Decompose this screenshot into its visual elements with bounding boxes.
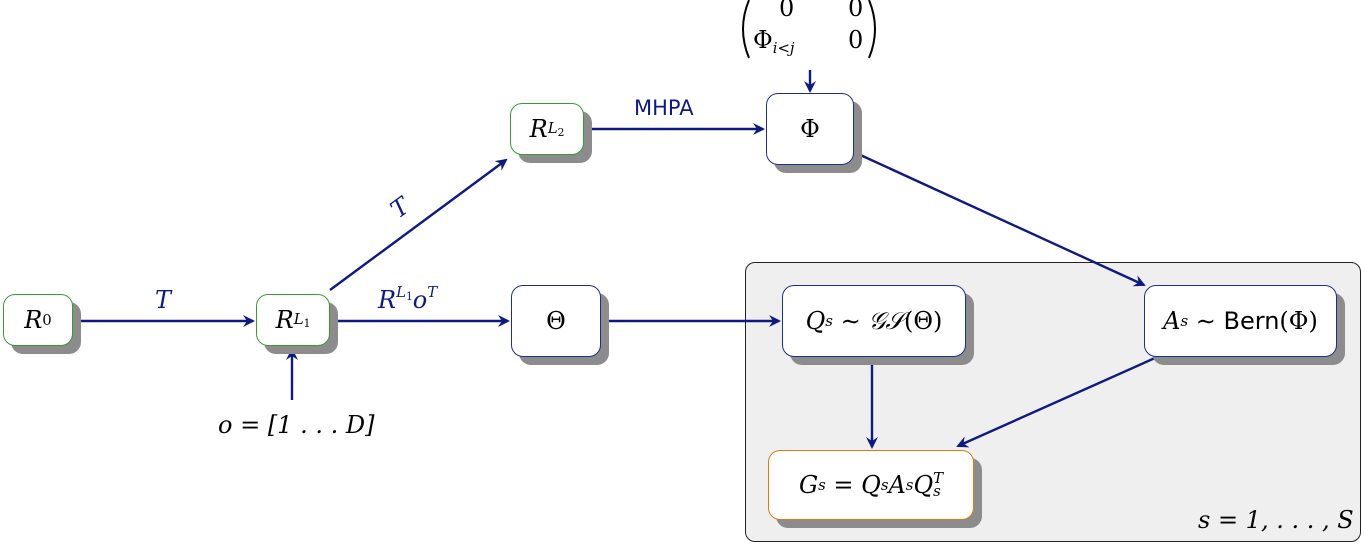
gs-q2sup: T [933, 468, 944, 487]
gs-q2sub: s [933, 482, 941, 500]
node-theta: Θ [511, 285, 601, 357]
matrix-r1c1: 0 [779, 0, 795, 22]
rl1ot-supsub: 1 [405, 290, 413, 304]
matrix-brackets [742, 0, 876, 59]
r0-base: R [24, 306, 43, 334]
label-rl1ot: RL1oT [378, 283, 437, 314]
as-fn: Bern [1223, 307, 1280, 335]
order-label: o = [1 . . . D] [218, 411, 375, 439]
rl1ot-sup: L [396, 283, 406, 301]
rl1-supsub: 1 [303, 317, 311, 331]
matrix-r2c1: Φi<j [753, 26, 795, 57]
edge-phi-as [855, 151, 1146, 287]
as-sub: s [1180, 312, 1189, 330]
as-left: A [1163, 307, 1181, 335]
rl2-sup: L [547, 118, 558, 137]
qs-sub: s [825, 312, 833, 330]
rl2-supsub: 2 [557, 126, 565, 140]
label-t-lower: T [155, 286, 172, 314]
edge-as-gs [956, 356, 1156, 448]
rl1-sup: L [293, 309, 304, 328]
gs-a: A [888, 471, 906, 499]
as-arg: (Φ) [1279, 307, 1318, 335]
gs-g: G [798, 471, 819, 499]
gs-q2: Q [913, 471, 934, 499]
gs-asub: s [905, 476, 914, 494]
rl2-base: R [529, 115, 548, 143]
rl1ot-o: o [412, 286, 428, 315]
matrix-r1c2: 0 [848, 0, 864, 22]
gs-gsub: s [818, 476, 826, 494]
rl1ot-osup: T [427, 283, 438, 301]
mask-matrix: 0 0 Φi<j 0 [735, 0, 883, 62]
r0-sup: 0 [42, 311, 52, 329]
label-mhpa: MHPA [634, 96, 694, 120]
gs-eq: = [825, 471, 862, 499]
matrix-r2c2: 0 [848, 26, 864, 54]
theta-text: Θ [546, 307, 566, 335]
qs-arg: (Θ) [903, 307, 943, 335]
phi-text: Φ [800, 115, 820, 143]
rl1-base: R [275, 306, 294, 334]
gs-q1sub: s [880, 476, 889, 494]
gs-q1: Q [861, 471, 881, 499]
node-phi: Φ [766, 93, 854, 165]
matrix-r2c1-base: Φ [753, 26, 773, 54]
edge-rl1-rl2 [329, 158, 508, 291]
rl1ot-base: R [378, 286, 397, 315]
matrix-r2c1-sub: i<j [772, 39, 795, 58]
qs-cal: 𝒢𝒮 [868, 307, 904, 335]
as-mid: ∼ [1188, 307, 1224, 335]
qs-left: Q [805, 307, 826, 335]
qs-mid: ∼ [832, 307, 869, 335]
plate-label: s = 1, . . . , S [1198, 506, 1354, 534]
